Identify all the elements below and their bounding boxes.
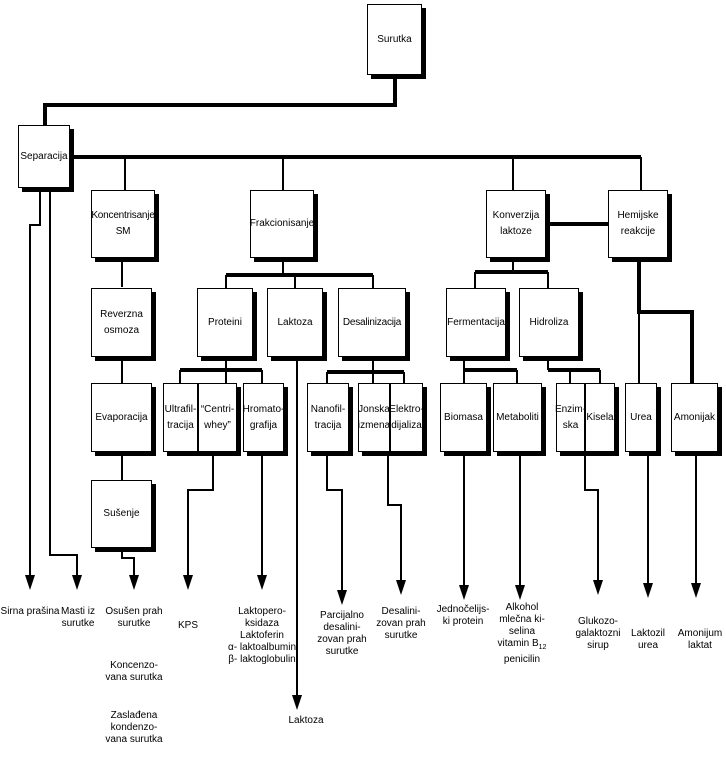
node-amonijak: Amonijak: [671, 383, 718, 452]
node-surutka: Surutka: [367, 4, 422, 75]
arrowhead: [257, 575, 267, 590]
node-desalinizacija: Desalinizacija: [338, 288, 406, 357]
node-jonska-izmena: Jonska izmena: [358, 383, 390, 452]
node-biomasa: Biomasa: [440, 383, 487, 452]
output-zasladena-surutka: Zaslađena kondenzo- vana surutka: [105, 710, 163, 745]
node-frakcionisanje: Frakcionisanje: [250, 190, 314, 258]
arrowhead: [593, 580, 603, 595]
arrowhead: [72, 575, 82, 590]
node-evaporacija: Evaporacija: [91, 383, 152, 452]
node-hidroliza: Hidroliza: [519, 288, 579, 357]
arrowhead: [25, 575, 35, 590]
output-glukozo-galaktozni-sirup: Glukozo- galaktozni sirup: [575, 616, 621, 651]
output-laktozil-urea: Laktozil urea: [631, 628, 665, 651]
output-jednocelijski-protein: Jednočelijs- ki protein: [436, 604, 490, 627]
output-kps: KPS: [177, 620, 198, 631]
line-uf-kps: [187, 452, 214, 575]
arrowhead: [129, 575, 139, 590]
node-reverzna-osmoza: Reverzna osmoza: [91, 288, 152, 357]
output-desalinizovan-prah: Desalini- zovan prah surutke: [376, 606, 426, 641]
arrowhead: [337, 590, 347, 605]
vitamin-subscript: 12: [538, 644, 547, 651]
arrowhead: [643, 583, 653, 598]
output-alkohol-text: Alkohol mlečna ki- selina vitamin B: [497, 602, 545, 649]
line-nano-out: [326, 452, 343, 590]
node-metaboliti: Metaboliti: [493, 383, 542, 452]
node-laktoza: Laktoza: [267, 288, 323, 357]
node-centriwhey: “Centri- whey”: [198, 383, 237, 452]
output-sirna-prasina: Sirna prašina: [0, 606, 60, 617]
node-proteini: Proteini: [197, 288, 253, 357]
line-separacija-masti: [49, 188, 78, 575]
node-enzimska: Enzim- ska: [555, 383, 586, 452]
output-laktoza: Laktoza: [288, 715, 324, 726]
arrowhead: [292, 695, 302, 710]
line-separacija-sirna: [29, 188, 41, 575]
arrowhead: [691, 583, 701, 598]
node-separacija: Separacija: [18, 125, 70, 188]
node-fermentacija: Fermentacija: [446, 288, 506, 357]
arrowhead: [515, 585, 525, 600]
line-surutka-separacija: [43, 77, 397, 125]
node-kisela: Kisela: [585, 383, 615, 452]
output-osusen-prah: Osušen prah surutke: [105, 606, 163, 629]
line-enzim-out: [584, 452, 599, 580]
node-koncentrisanje: Koncentrisanje SM: [91, 190, 155, 258]
line-hemijske-amonijak: [637, 258, 694, 383]
line-jonska-out: [387, 452, 402, 580]
node-elektrodijaliza: Elektro- dijaliza: [389, 383, 424, 452]
output-laktoperoksidaza: Laktopero- ksidaza Laktoferin α- laktoal…: [227, 606, 297, 665]
node-hromatografija: Hromato- grafija: [243, 383, 284, 452]
output-parcijalno-desalinizovan: Parcijalno desalini- zovan prah surutke: [317, 610, 367, 657]
line-susenje-osusen: [121, 548, 135, 575]
node-ultrafiltracija: Ultrafil- tracija: [163, 383, 198, 452]
arrowhead: [396, 580, 406, 595]
output-koncentrovana-surutka: Koncenzo- vana surutka: [105, 660, 163, 683]
node-nanofiltracija: Nanofil- tracija: [307, 383, 349, 452]
arrowhead: [183, 575, 193, 590]
output-masti-iz-surutke: Masti iz surutke: [61, 606, 95, 629]
node-hemijske-reakcije: Hemijske reakcije: [608, 190, 668, 258]
node-urea: Urea: [625, 383, 657, 452]
arrowheads: [25, 575, 701, 710]
output-alkohol-metaboliti: Alkohol mlečna ki- selina vitamin B12 pen…: [490, 602, 554, 666]
arrowhead: [459, 585, 469, 600]
node-susenje: Sušenje: [91, 480, 152, 548]
output-penicilin-text: penicilin: [503, 654, 541, 665]
node-konverzija-laktoze: Konverzija laktoze: [486, 190, 546, 258]
output-amonijum-laktat: Amonijum laktat: [677, 628, 723, 651]
